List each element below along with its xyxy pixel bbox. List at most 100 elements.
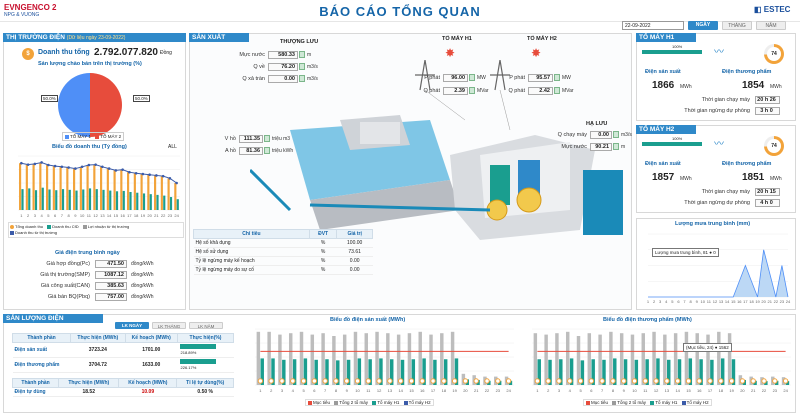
date-picker[interactable]: 22-09-2022 bbox=[622, 21, 684, 30]
tab-cumulative-month[interactable]: LK THÁNG bbox=[152, 322, 186, 329]
bar-sub bbox=[390, 359, 394, 385]
x-tick-label: 22 bbox=[485, 388, 490, 393]
edit-icon[interactable] bbox=[554, 74, 560, 81]
x-tick-label: 8 bbox=[689, 299, 692, 304]
field-label: A hồ bbox=[224, 148, 236, 154]
x-tick-label: 2 bbox=[27, 213, 30, 218]
pie-label-left: 50.0% bbox=[41, 95, 58, 102]
field-unit: MVar bbox=[562, 88, 574, 94]
unit-com-value: 1854 bbox=[742, 80, 765, 91]
edit-icon[interactable] bbox=[613, 131, 619, 138]
edit-icon[interactable] bbox=[264, 147, 270, 154]
total-marker bbox=[397, 378, 404, 384]
kpi-cell: % bbox=[309, 256, 337, 266]
field-value: 2.39 bbox=[443, 87, 468, 95]
revenue-point bbox=[94, 163, 97, 166]
edit-icon[interactable] bbox=[469, 87, 475, 94]
total-marker bbox=[707, 378, 713, 384]
out-pct-value: 218.89% bbox=[180, 350, 197, 355]
bar-sub bbox=[55, 190, 58, 210]
edit-icon[interactable] bbox=[264, 135, 270, 142]
field-unit: MW bbox=[562, 75, 571, 81]
revenue-chart-filter[interactable]: ALL bbox=[168, 144, 177, 150]
rain-line bbox=[648, 249, 789, 298]
bar-sub bbox=[623, 359, 628, 385]
bar-sub bbox=[785, 381, 790, 385]
total-marker bbox=[430, 378, 436, 384]
period-year-button[interactable]: NĂM bbox=[756, 21, 786, 30]
field-label: V hồ bbox=[224, 136, 236, 142]
bar-total bbox=[59, 166, 62, 210]
revenue-point bbox=[26, 163, 30, 166]
bar-sub bbox=[433, 359, 437, 385]
unit-stop-value: 3 h 0 bbox=[755, 107, 780, 115]
revenue-point bbox=[74, 167, 77, 170]
rain-tooltip: Lượng mưa trung bình, 81 ● 0 bbox=[652, 248, 719, 257]
unit-com-label: Điện thương phẩm bbox=[722, 161, 772, 167]
x-tick-label: 7 bbox=[683, 299, 686, 304]
x-tick-label: 21 bbox=[474, 388, 479, 393]
x-tick-label: 2 bbox=[270, 388, 273, 393]
edit-icon[interactable] bbox=[613, 143, 619, 150]
x-tick-label: 20 bbox=[147, 213, 152, 218]
bar-total bbox=[113, 170, 116, 210]
edit-icon[interactable] bbox=[299, 63, 305, 70]
total-marker bbox=[462, 378, 469, 384]
revenue-point bbox=[33, 162, 37, 166]
app-header bbox=[0, 0, 800, 22]
bar-sub bbox=[109, 190, 112, 210]
tab-cumulative-day[interactable]: LK NGÀY bbox=[115, 322, 149, 329]
bar-sub bbox=[645, 359, 649, 385]
x-tick-label: 2 bbox=[547, 388, 550, 393]
tab-cumulative-year[interactable]: LK NĂM bbox=[189, 322, 223, 329]
x-tick-label: 24 bbox=[786, 299, 791, 304]
edit-icon[interactable] bbox=[554, 87, 560, 94]
field-label: Mực nước bbox=[561, 144, 587, 150]
x-tick-label: 22 bbox=[762, 388, 767, 393]
total-marker bbox=[311, 378, 318, 384]
field-unit: triệu m3 bbox=[272, 136, 291, 142]
total-marker bbox=[653, 378, 659, 384]
edit-icon[interactable] bbox=[469, 74, 475, 81]
bar-sub bbox=[569, 358, 574, 385]
generator-h1-icon: ✸ bbox=[445, 46, 456, 60]
revenue-point bbox=[155, 174, 158, 177]
x-tick-label: 4 bbox=[569, 388, 572, 393]
output-table: Thành phần Thực hiện (MWh) Kế hoạch (MWh… bbox=[11, 333, 234, 373]
bar-sub bbox=[314, 359, 318, 385]
x-tick-label: 17 bbox=[708, 388, 713, 393]
bar-sub bbox=[537, 359, 541, 385]
x-tick-label: 13 bbox=[388, 388, 393, 393]
total-marker bbox=[290, 378, 296, 384]
self-name: Điện tự dùng bbox=[12, 387, 59, 397]
kpi-table: Chỉ tiêu ĐVT Giá trị Hệ số khả dụng%100.… bbox=[193, 229, 373, 275]
edit-icon[interactable] bbox=[299, 75, 305, 82]
total-marker bbox=[419, 378, 425, 384]
bar-total bbox=[727, 333, 732, 385]
bar-sub bbox=[710, 359, 714, 385]
period-day-button[interactable]: NGÀY bbox=[688, 21, 718, 30]
bar-total bbox=[332, 336, 336, 385]
bar-total bbox=[160, 176, 163, 210]
kpi-cell: Tỷ lệ ngừng máy kế hoạch bbox=[193, 256, 310, 266]
x-tick-label: 5 bbox=[47, 213, 50, 218]
edit-icon[interactable] bbox=[299, 51, 305, 58]
gen-chart-legend: Mục tiêu Tổng 2 tổ máy Tổ máy H1 Tổ máy … bbox=[305, 399, 434, 406]
kpi-head-name: Chỉ tiêu bbox=[193, 229, 310, 239]
production-section-title: SẢN XUẤT bbox=[189, 33, 249, 42]
bar-total bbox=[147, 174, 150, 210]
bar-sub bbox=[731, 359, 736, 385]
out-head-pct: Thực hiện(%) bbox=[177, 333, 234, 343]
x-tick-label: 19 bbox=[755, 299, 760, 304]
field-label: P phát bbox=[424, 75, 440, 81]
period-month-button[interactable]: THÁNG bbox=[722, 21, 752, 30]
bar-sub bbox=[613, 358, 617, 385]
x-tick-label: 13 bbox=[665, 388, 670, 393]
revenue-point bbox=[121, 168, 124, 171]
revenue-point bbox=[53, 164, 57, 168]
x-tick-label: 11 bbox=[707, 299, 712, 304]
bar-total bbox=[396, 334, 401, 385]
revenue-point bbox=[80, 165, 84, 169]
unit-pct-label: 100% bbox=[672, 136, 683, 141]
